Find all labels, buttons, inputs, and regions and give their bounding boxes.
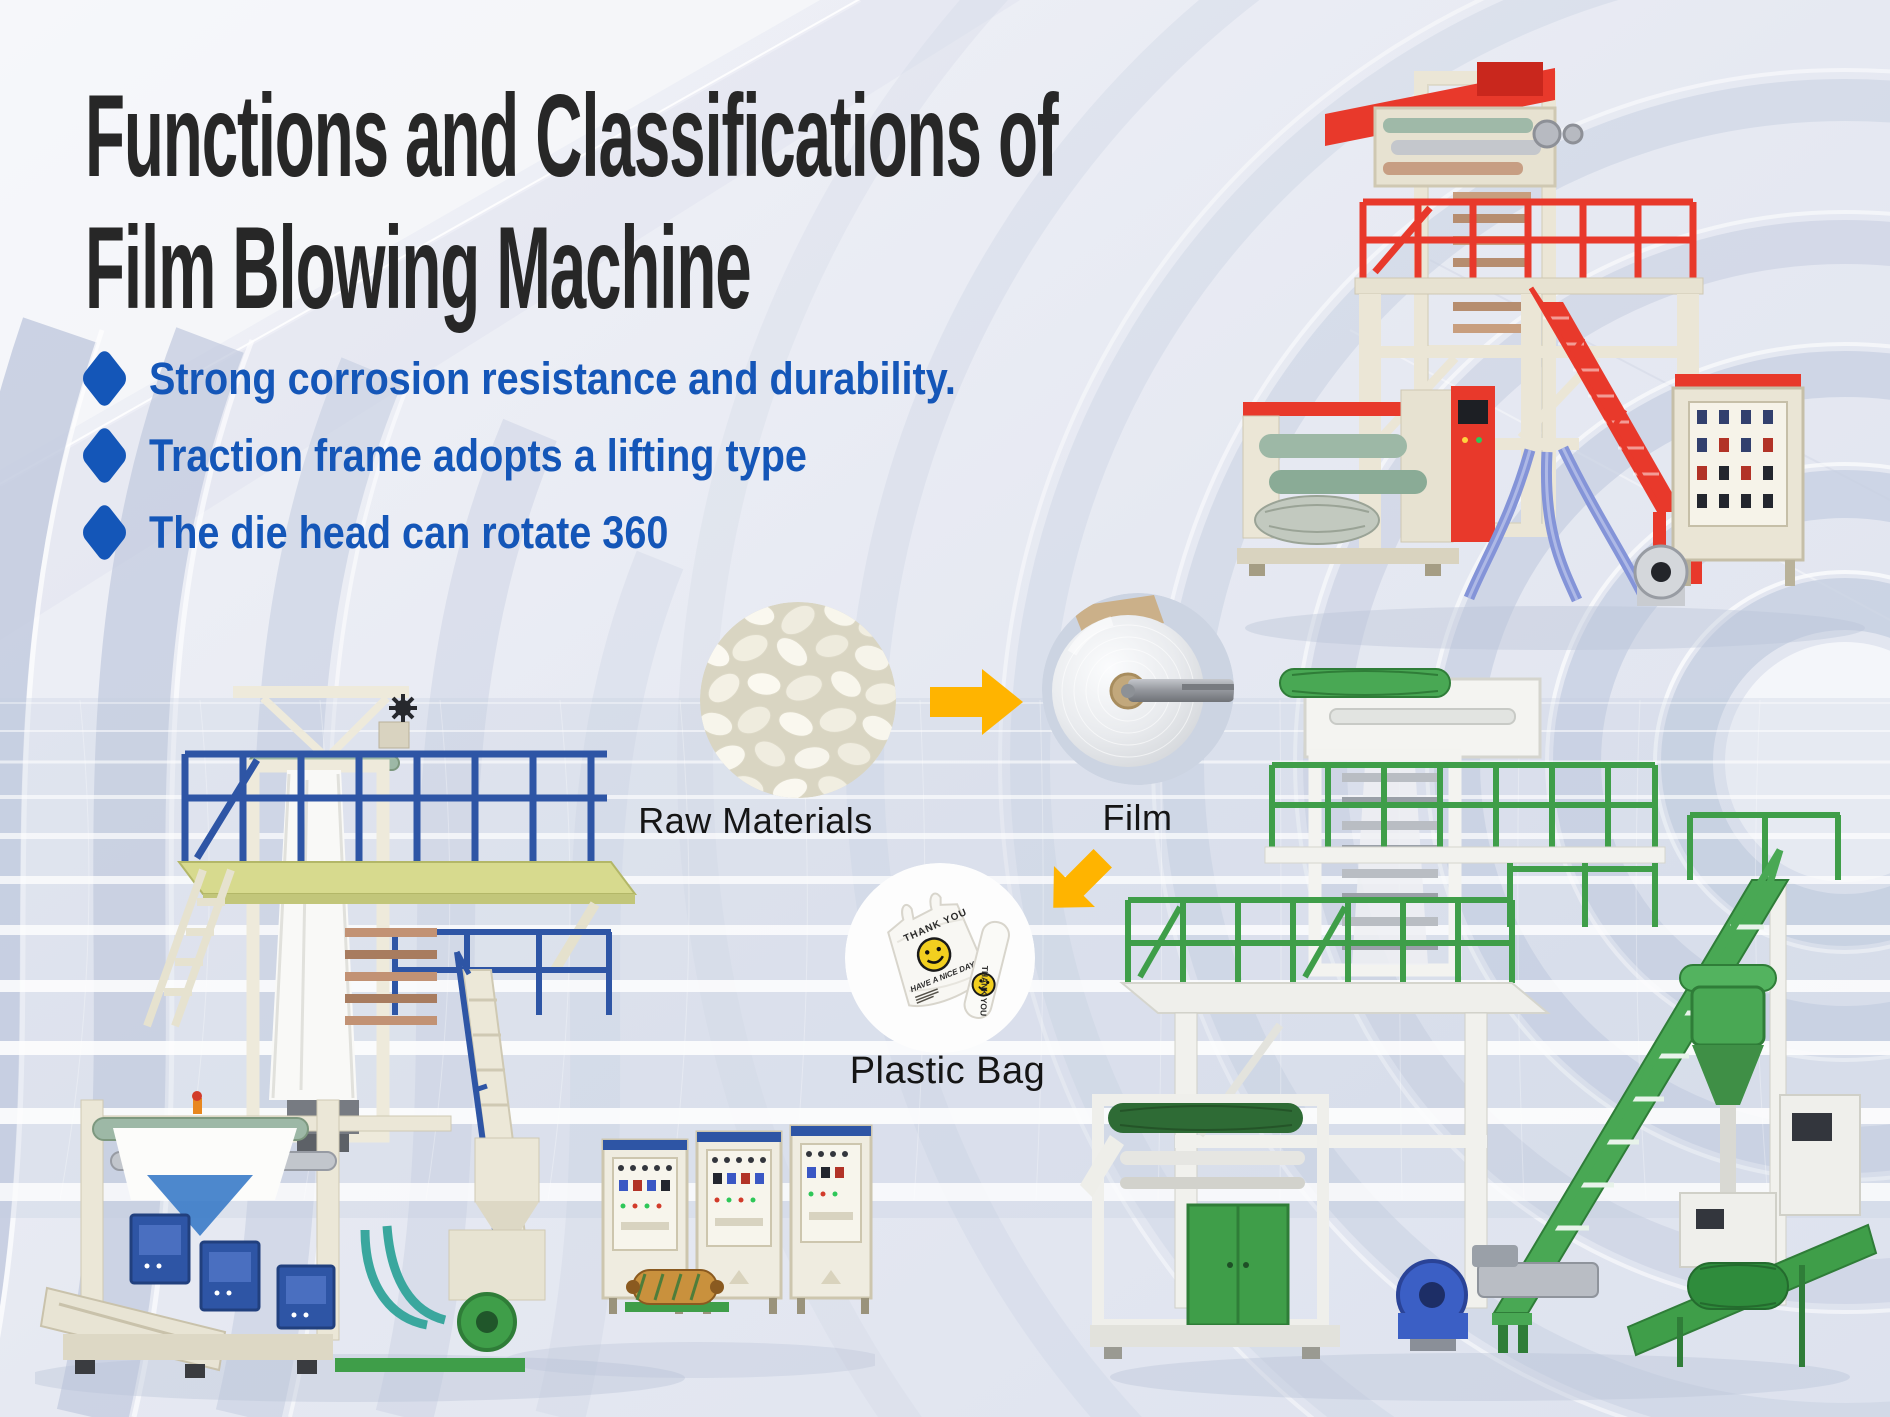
green-machine-winder	[1080, 1094, 1340, 1359]
red-film-blowing-machine-photo	[1237, 62, 1865, 650]
green-machine-top-winder	[1279, 668, 1542, 759]
film-roll-image	[1042, 593, 1234, 785]
access-ladder	[143, 868, 235, 1028]
ground-shadow	[1110, 1353, 1850, 1401]
green-railing-middle-platform	[1125, 897, 1515, 983]
green-machine-extruder	[1472, 1094, 1861, 1298]
green-hopper	[1679, 964, 1777, 1268]
feature-list: Strong corrosion resistance and durabili…	[76, 347, 1066, 581]
page-title: Functions and Classifications of Film Bl…	[85, 70, 1822, 334]
ground-shadow	[1245, 606, 1865, 650]
control-cabinets	[601, 1124, 873, 1314]
film-label: Film	[1102, 797, 1173, 838]
raw-materials-label: Raw Materials	[638, 800, 873, 841]
blue-machine-winder	[39, 1091, 340, 1378]
plastic-pellets-image	[700, 602, 896, 798]
raw-materials-photo	[700, 602, 896, 798]
blue-machine-platform	[177, 861, 637, 973]
feature-text: Traction frame adopts a lifting type	[149, 429, 807, 481]
film-roll-photo	[1042, 593, 1234, 785]
green-film-blowing-machine-photo	[1080, 668, 1878, 1401]
title-line-1: Functions and Classifications of	[85, 70, 1059, 201]
film-web	[1352, 765, 1428, 965]
upper-platform	[1264, 846, 1666, 864]
feature-text: Strong corrosion resistance and durabili…	[149, 352, 956, 404]
flow-arrow-right-icon	[930, 669, 1023, 735]
red-machine-haul-off-unit	[1373, 106, 1584, 188]
red-machine-railing	[1359, 198, 1697, 278]
rolled-bag: THANK YOU	[963, 920, 1010, 1019]
diamond-bullet-icon	[79, 501, 130, 564]
plastic-bag-label: Plastic Bag	[849, 1050, 1046, 1092]
feature-item: The die head can rotate 360	[76, 501, 1066, 564]
diamond-bullet-icon	[79, 347, 130, 410]
mid-roller-stack	[345, 928, 437, 1025]
title-line-2: Film Blowing Machine	[85, 202, 752, 333]
plastic-bag-photo: THANK YOU HAVE A NICE DAY! THANK YOU	[845, 863, 1035, 1053]
blower-unit	[1633, 544, 1689, 606]
diamond-bullet-icon	[79, 424, 130, 487]
blue-film-blowing-machine-photo	[35, 686, 875, 1402]
feature-item: Traction frame adopts a lifting type	[76, 424, 1066, 487]
film-bubble	[269, 770, 357, 1100]
red-machine-control-cabinet	[1671, 374, 1805, 586]
feature-text: The die head can rotate 360	[149, 506, 669, 558]
plastic-bag-image: THANK YOU HAVE A NICE DAY! THANK YOU	[845, 863, 1035, 1053]
green-conveyor	[1626, 1223, 1878, 1367]
green-machine-blower	[1396, 1259, 1468, 1351]
red-machine-winder	[1237, 386, 1495, 576]
flow-arrow-down-left-icon	[1053, 849, 1112, 908]
blue-machine-extruder	[335, 1137, 546, 1372]
feature-item: Strong corrosion resistance and durabili…	[76, 347, 1066, 410]
textured-roller	[625, 1269, 729, 1312]
green-railing-landing	[1507, 812, 1841, 927]
green-railing-upper	[1269, 762, 1658, 847]
ground-shadow	[505, 1342, 875, 1378]
blue-railing-top	[181, 750, 607, 862]
roll-text-thank-you: THANK YOU	[978, 966, 990, 1017]
